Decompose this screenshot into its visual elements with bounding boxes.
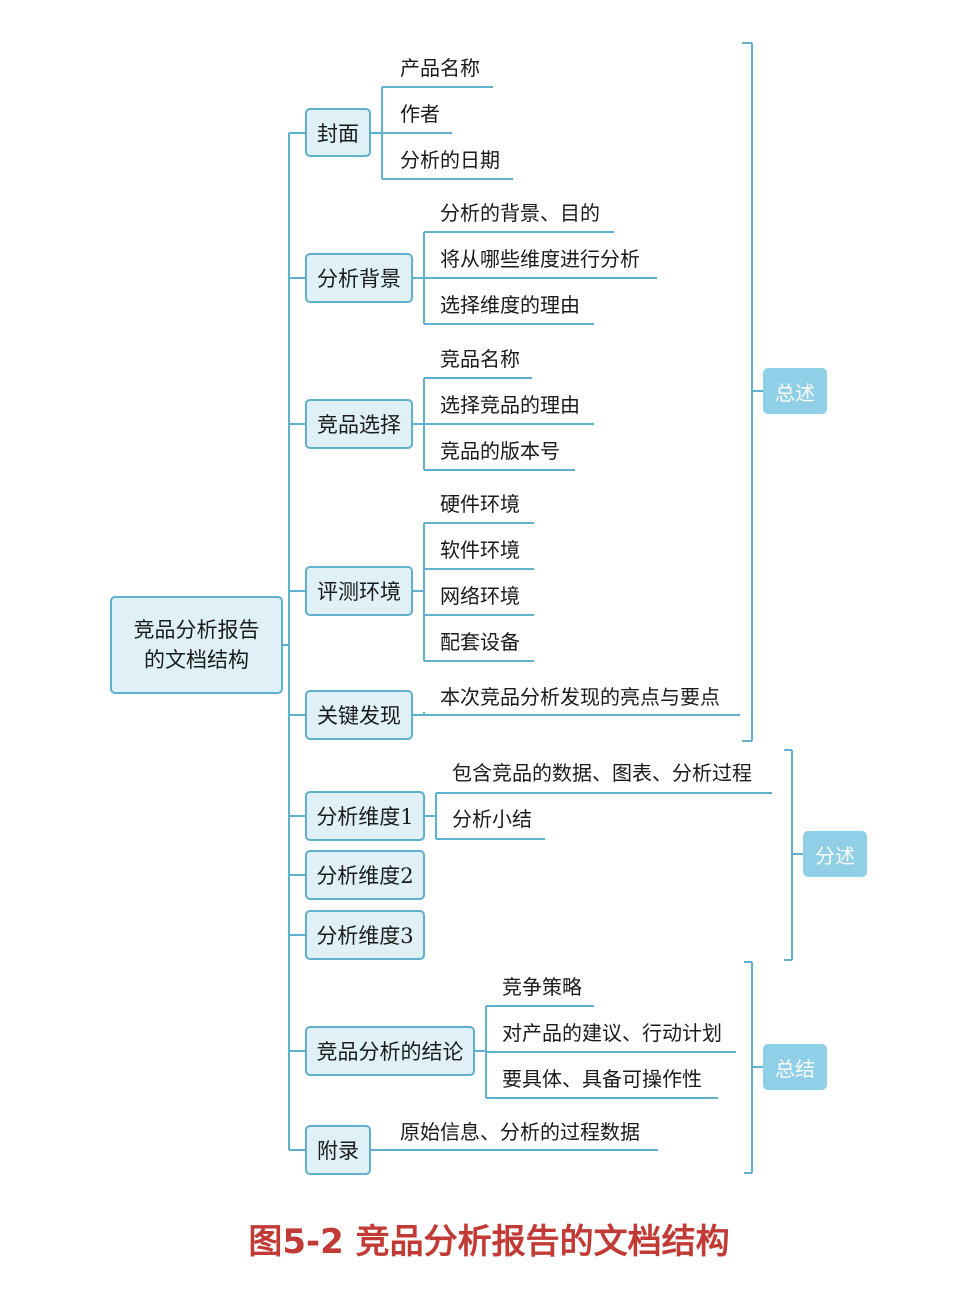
leaf-dimension-data: 包含竞品的数据、图表、分析过程 <box>452 761 752 785</box>
section-cover: 封面 <box>305 108 371 157</box>
section-dimension-1: 分析维度1 <box>305 791 425 841</box>
leaf-competitor-version: 竞品的版本号 <box>440 439 560 463</box>
figure-caption: 图5-2 竞品分析报告的文档结构 <box>248 1222 730 1262</box>
section-competitor-selection: 竞品选择 <box>305 399 413 449</box>
section-appendix: 附录 <box>305 1125 371 1175</box>
leaf-suggestions: 对产品的建议、行动计划 <box>502 1021 722 1045</box>
leaf-product-name: 产品名称 <box>400 56 480 80</box>
group-summary: 总结 <box>763 1044 827 1090</box>
section-key-findings: 关键发现 <box>305 690 413 740</box>
section-background: 分析背景 <box>305 253 413 303</box>
leaf-dimensions: 将从哪些维度进行分析 <box>440 247 640 271</box>
group-details: 分述 <box>803 831 867 877</box>
leaf-background-purpose: 分析的背景、目的 <box>440 201 600 225</box>
leaf-strategy: 竞争策略 <box>502 975 582 999</box>
leaf-actionable: 要具体、具备可操作性 <box>502 1067 702 1091</box>
group-overview: 总述 <box>763 368 827 414</box>
leaf-network: 网络环境 <box>440 584 520 608</box>
section-dimension-2: 分析维度2 <box>305 850 425 900</box>
leaf-software: 软件环境 <box>440 538 520 562</box>
leaf-dimension-summary: 分析小结 <box>452 807 532 831</box>
leaf-hardware: 硬件环境 <box>440 492 520 516</box>
section-dimension-3: 分析维度3 <box>305 910 425 960</box>
root-line2: 的文档结构 <box>144 648 249 672</box>
leaf-analysis-date: 分析的日期 <box>400 148 500 172</box>
root-line1: 竞品分析报告 <box>133 618 260 642</box>
leaf-competitor-reason: 选择竞品的理由 <box>440 393 580 417</box>
root-node: 竞品分析报告的文档结构 <box>110 596 283 694</box>
leaf-equipment: 配套设备 <box>440 630 520 654</box>
leaf-appendix-data: 原始信息、分析的过程数据 <box>400 1120 640 1144</box>
leaf-findings: 本次竞品分析发现的亮点与要点 <box>440 685 720 709</box>
leaf-competitor-name: 竞品名称 <box>440 347 520 371</box>
section-test-environment: 评测环境 <box>305 566 413 616</box>
leaf-dimension-reason: 选择维度的理由 <box>440 293 580 317</box>
section-conclusion: 竞品分析的结论 <box>305 1026 475 1076</box>
leaf-author: 作者 <box>400 102 440 126</box>
